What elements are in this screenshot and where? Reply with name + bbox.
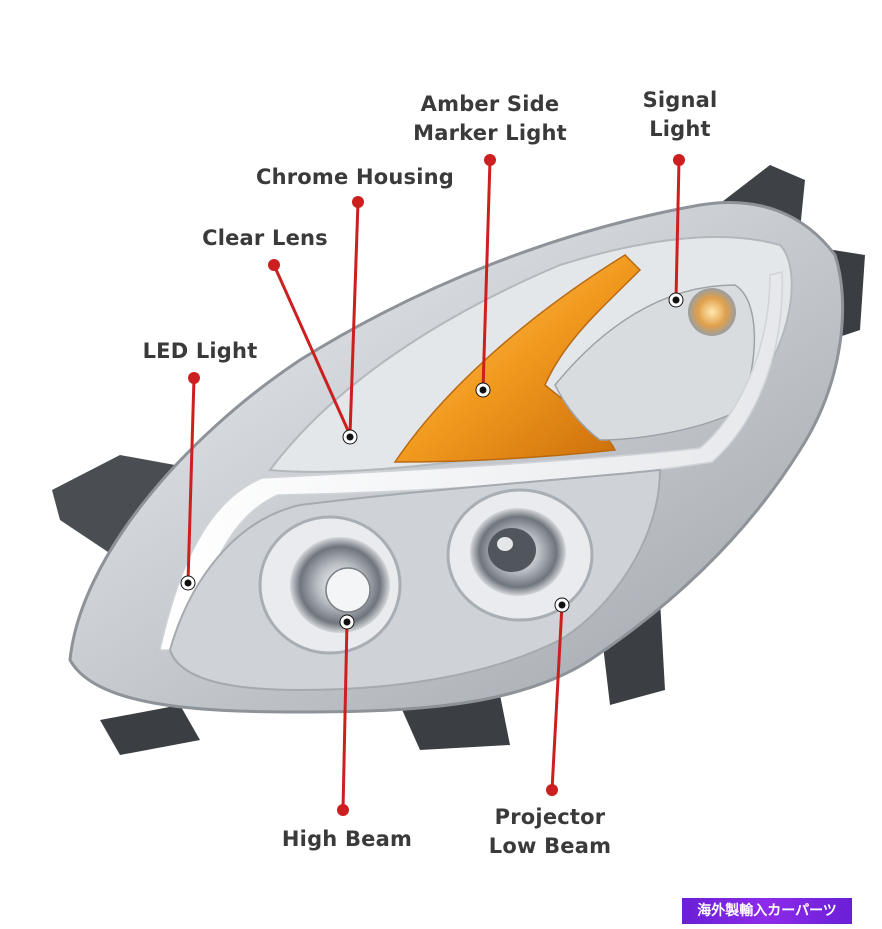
signal-label-line2: Light (649, 117, 711, 141)
low-beam-label-line2: Low Beam (488, 834, 612, 858)
clear-lens-callout-line (272, 264, 352, 436)
signal-label-line1: Signal (642, 88, 718, 112)
amber-side-marker (393, 254, 642, 463)
chrome-callout-line (348, 201, 360, 436)
projector-low-beam-label: Projector Low Beam (465, 803, 635, 861)
high-beam-projector (258, 515, 402, 655)
amber-label-line2: Marker Light (413, 121, 567, 145)
clear-lens-label: Clear Lens (202, 226, 328, 250)
signal-light-label: Signal Light (620, 86, 740, 144)
amber-side-marker-label: Amber Side Marker Light (400, 90, 580, 148)
import-parts-badge: 海外製輸入カーパーツ (682, 898, 852, 924)
signal-callout-line (674, 159, 681, 301)
low-beam-projector (446, 488, 594, 622)
signal-bulb (688, 288, 736, 336)
amber-callout-line (481, 159, 492, 391)
callout-lines (186, 159, 681, 811)
chrome-housing-label: Chrome Housing (255, 165, 454, 189)
high-beam-callout-line (341, 621, 349, 811)
callout-target-dots (180, 292, 684, 630)
led-light-bar (159, 271, 783, 651)
callout-anchor-dots (188, 154, 685, 816)
low-beam-callout-line (550, 604, 564, 791)
amber-label-line1: Amber Side (420, 92, 560, 116)
led-callout-line (186, 377, 196, 584)
low-beam-label-line1: Projector (494, 805, 606, 829)
high-beam-label: High Beam (281, 827, 413, 851)
led-light-label: LED Light (142, 339, 258, 363)
